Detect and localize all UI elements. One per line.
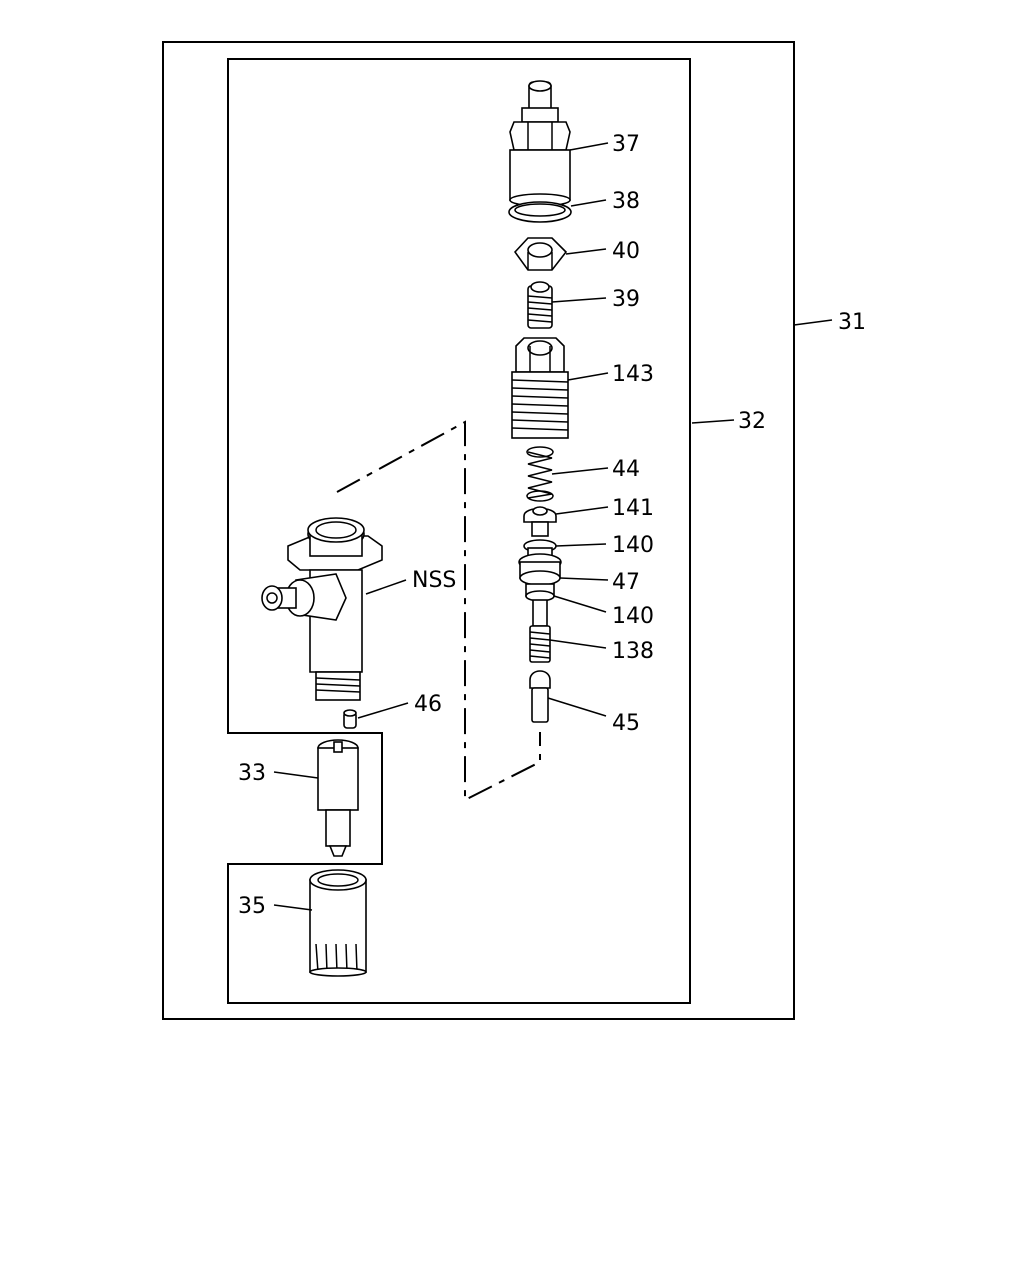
- callout-44: 44: [612, 457, 640, 482]
- part-141-cap: [523, 506, 557, 537]
- callout-33: 33: [238, 761, 266, 786]
- part-40-hex-nut: [513, 237, 568, 271]
- part-45-pin: [529, 670, 551, 723]
- outer-assembly-frame: [162, 41, 795, 1020]
- part-39-threaded-insert: [527, 281, 553, 329]
- part-44-spring: [526, 446, 554, 502]
- part-38-ring: [508, 201, 572, 223]
- callout-39: 39: [612, 287, 640, 312]
- inner-assembly-frame: [227, 58, 691, 1004]
- part-140-47-valve-stack: [518, 539, 562, 627]
- callout-40: 40: [612, 239, 640, 264]
- part-33-nozzle: [317, 739, 359, 857]
- callout-35: 35: [238, 894, 266, 919]
- callout-46: 46: [414, 692, 442, 717]
- callout-47: 47: [612, 570, 640, 595]
- callout-141: 141: [612, 496, 654, 521]
- callout-38: 38: [612, 189, 640, 214]
- callout-140-lower: 140: [612, 604, 654, 629]
- callout-143: 143: [612, 362, 654, 387]
- part-37-valve-holder: [509, 80, 571, 207]
- callout-31: 31: [838, 310, 866, 335]
- callout-nss: NSS: [412, 568, 456, 593]
- part-46-dowel: [343, 709, 357, 729]
- alignment-dashdot-line: [336, 420, 541, 802]
- part-nss-injector-body: [261, 517, 383, 701]
- callout-32: 32: [738, 409, 766, 434]
- part-138-spring: [529, 625, 551, 663]
- leader-lines: [273, 142, 833, 911]
- callout-140-upper: 140: [612, 533, 654, 558]
- callout-138: 138: [612, 639, 654, 664]
- part-143-threaded-body: [511, 337, 569, 439]
- callout-37: 37: [612, 132, 640, 157]
- callout-45: 45: [612, 711, 640, 736]
- part-35-retaining-nut: [309, 869, 367, 977]
